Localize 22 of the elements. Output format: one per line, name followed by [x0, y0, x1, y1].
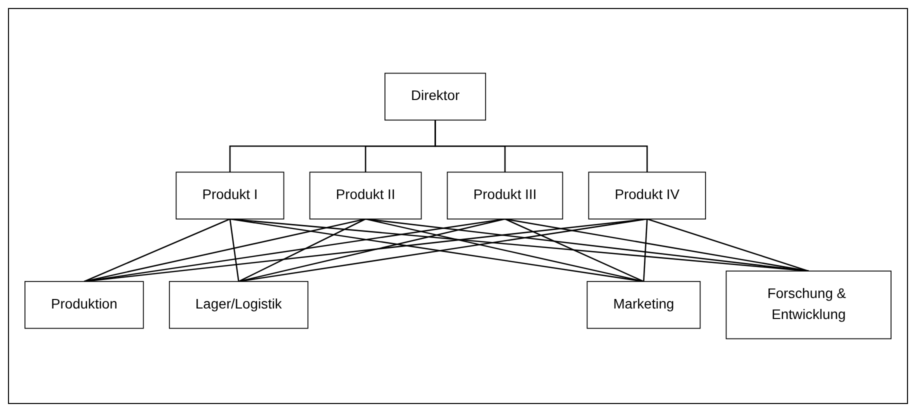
- connector: [238, 218, 506, 282]
- connector: [434, 120, 648, 172]
- node-box: [384, 72, 486, 121]
- connector: [643, 218, 648, 282]
- connector: [646, 218, 809, 272]
- node-box: [176, 172, 284, 220]
- node-box: [726, 270, 892, 340]
- connector: [238, 218, 366, 282]
- chart-frame: Direktor Produkt I Produkt II Produkt III Produkt IV Produktion Lager/Logistik Marketing Forschung & Entwicklung: [8, 8, 908, 404]
- connector: [84, 218, 366, 282]
- connector: [229, 218, 240, 282]
- connector: [365, 218, 644, 282]
- node-box: [168, 281, 308, 329]
- node-box: [309, 172, 422, 220]
- node-box: [586, 281, 701, 329]
- node-box: [446, 172, 564, 220]
- node-box: [588, 172, 706, 220]
- connector: [84, 218, 506, 282]
- connector: [84, 218, 230, 282]
- connector: [504, 218, 644, 282]
- node-box: [24, 281, 144, 329]
- connector: [84, 218, 648, 282]
